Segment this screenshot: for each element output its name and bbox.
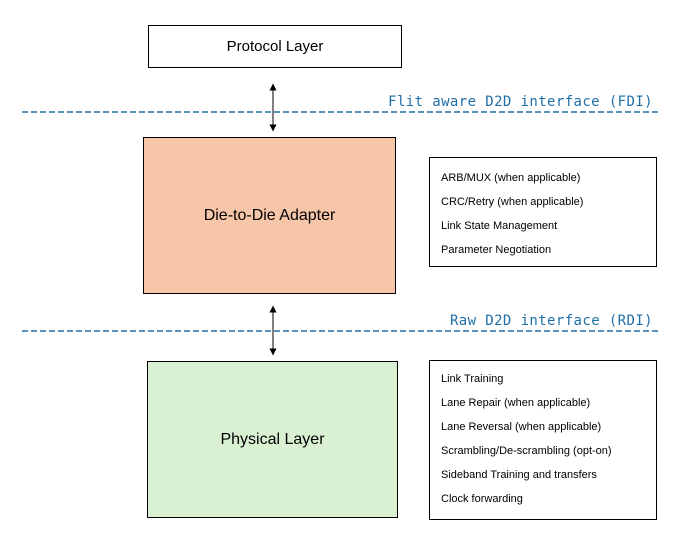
physical-layer-box: Physical Layer xyxy=(147,361,398,518)
rdi-label: Raw D2D interface (RDI) xyxy=(449,313,653,329)
adapter-features-box: ARB/MUX (when applicable) CRC/Retry (whe… xyxy=(429,157,657,267)
die-to-die-adapter-box: Die-to-Die Adapter xyxy=(143,137,396,294)
physical-feature-item: Lane Reversal (when applicable) xyxy=(441,421,602,433)
physical-feature-item: Clock forwarding xyxy=(441,493,523,505)
protocol-layer-box: Protocol Layer xyxy=(148,25,402,68)
adapter-feature-item: Parameter Negotiation xyxy=(441,244,552,256)
physical-feature-item: Link Training xyxy=(441,373,504,385)
protocol-layer-label: Protocol Layer xyxy=(226,38,324,55)
physical-feature-item: Sideband Training and transfers xyxy=(441,469,597,481)
adapter-feature-item: ARB/MUX (when applicable) xyxy=(441,172,581,184)
physical-layer-label: Physical Layer xyxy=(220,430,325,448)
physical-features-box: Link Training Lane Repair (when applicab… xyxy=(429,360,657,520)
adapter-feature-item: CRC/Retry (when applicable) xyxy=(441,196,584,208)
physical-feature-item: Lane Repair (when applicable) xyxy=(441,397,591,409)
physical-feature-item: Scrambling/De-scrambling (opt-on) xyxy=(441,445,612,457)
fdi-label: Flit aware D2D interface (FDI) xyxy=(388,94,653,110)
die-to-die-adapter-label: Die-to-Die Adapter xyxy=(203,206,336,224)
adapter-feature-item: Link State Management xyxy=(441,220,558,232)
